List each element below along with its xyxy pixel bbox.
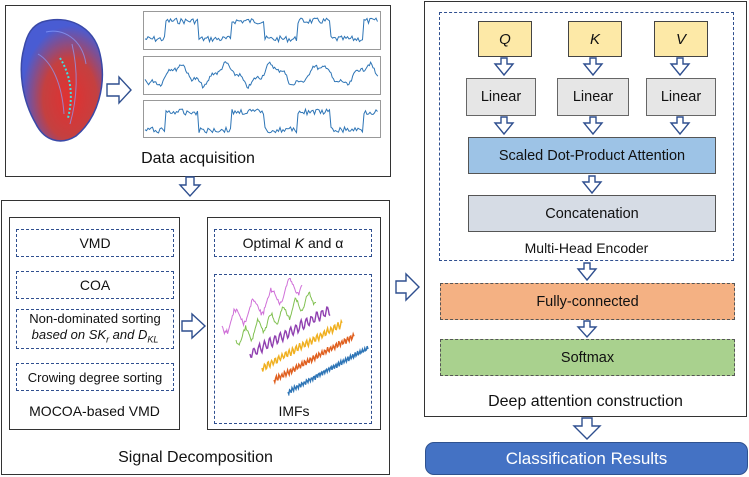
nds-prefix: based on SK xyxy=(31,326,107,342)
q-label: Q xyxy=(499,30,511,48)
concatenation-label: Concatenation xyxy=(545,205,639,222)
vmd-label: VMD xyxy=(79,235,111,251)
coa-box: COA xyxy=(16,271,174,299)
heart-model-image xyxy=(20,18,104,142)
nds-line2: based on SKr and DKL xyxy=(32,327,159,348)
imf-waveforms xyxy=(221,278,369,396)
signal-decomposition-caption: Signal Decomposition xyxy=(118,449,273,466)
k-label: K xyxy=(589,30,600,48)
arrow-down-icon xyxy=(576,320,598,339)
k-input-box: K xyxy=(568,21,622,57)
q-input-box: Q xyxy=(478,21,532,57)
softmax-label: Softmax xyxy=(560,349,615,366)
arrow-right-icon xyxy=(106,75,132,105)
optimal-params-box: Optimal K and α xyxy=(214,229,372,257)
concatenation-box: Concatenation xyxy=(468,195,716,232)
arrow-down-icon xyxy=(493,116,515,136)
softmax-box: Softmax xyxy=(440,339,735,376)
linear-v-label: Linear xyxy=(660,89,702,105)
non-dominated-sorting-box: Non-dominated sorting based on SKr and D… xyxy=(16,309,174,349)
multi-head-encoder-caption: Multi-Head Encoder xyxy=(524,240,649,256)
attention-label: Scaled Dot-Product Attention xyxy=(498,147,686,164)
optimal-prefix: Optimal xyxy=(242,235,295,251)
vmd-box: VMD xyxy=(16,229,174,257)
attention-box: Scaled Dot-Product Attention xyxy=(468,137,716,174)
arrow-down-icon xyxy=(582,116,604,136)
linear-k-label: Linear xyxy=(572,89,614,105)
arrow-down-icon xyxy=(581,175,603,195)
deep-attention-caption: Deep attention construction xyxy=(488,393,683,410)
linear-k-box: Linear xyxy=(557,78,629,116)
nds-sub-kl: KL xyxy=(147,334,159,345)
optimal-params-label: Optimal K and α xyxy=(243,235,344,251)
mocoa-caption: MOCOA-based VMD xyxy=(29,403,160,419)
arrow-right-icon xyxy=(181,312,207,340)
v-label: V xyxy=(675,30,686,48)
coa-label: COA xyxy=(79,277,111,293)
linear-v-box: Linear xyxy=(646,78,716,116)
v-input-box: V xyxy=(654,21,708,57)
optimal-suffix: and α xyxy=(304,235,344,251)
arrow-down-icon xyxy=(178,176,202,198)
imfs-caption: IMFs xyxy=(278,403,310,419)
arrow-down-icon xyxy=(572,417,602,440)
nds-sub-r: r xyxy=(106,334,110,345)
crowding-label: Crowing degree sorting xyxy=(27,369,163,385)
linear-q-box: Linear xyxy=(466,78,536,116)
arrow-down-icon xyxy=(582,57,604,77)
fully-connected-label: Fully-connected xyxy=(536,293,639,310)
optimal-k: K xyxy=(294,235,305,251)
arrow-right-icon xyxy=(395,272,420,302)
fully-connected-box: Fully-connected xyxy=(440,283,735,320)
arrow-down-icon xyxy=(493,57,515,77)
signal-waveforms xyxy=(143,11,381,138)
classification-results-box: Classification Results xyxy=(425,442,748,475)
linear-q-label: Linear xyxy=(480,89,522,105)
data-acquisition-caption: Data acquisition xyxy=(141,150,255,167)
classification-results-label: Classification Results xyxy=(505,448,668,468)
arrow-down-icon xyxy=(669,116,691,136)
nds-line1: Non-dominated sorting xyxy=(29,310,161,326)
nds-and: and D xyxy=(109,326,148,342)
crowding-degree-box: Crowing degree sorting xyxy=(16,363,174,391)
arrow-down-icon xyxy=(576,262,598,282)
arrow-down-icon xyxy=(669,57,691,77)
